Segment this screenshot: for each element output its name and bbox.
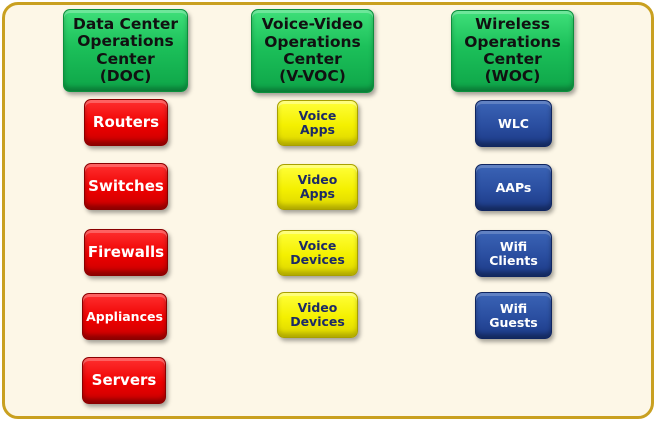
vvoc-item-voice-devices: Voice Devices xyxy=(277,230,358,276)
doc-item-firewalls: Firewalls xyxy=(84,229,168,276)
vvoc-header: Voice-Video Operations Center (V-VOC) xyxy=(251,9,374,93)
woc-item-aaps: AAPs xyxy=(475,164,552,211)
doc-item-routers: Routers xyxy=(84,99,168,146)
doc-item-switches: Switches xyxy=(84,163,168,210)
woc-item-wifi-clients: Wifi Clients xyxy=(475,230,552,277)
doc-item-appliances: Appliances xyxy=(82,293,167,340)
vvoc-item-video-apps: Video Apps xyxy=(277,164,358,210)
vvoc-item-voice-apps: Voice Apps xyxy=(277,100,358,146)
woc-item-wifi-guests: Wifi Guests xyxy=(475,292,552,339)
woc-item-wlc: WLC xyxy=(475,100,552,147)
doc-header: Data Center Operations Center (DOC) xyxy=(63,9,188,92)
doc-item-servers: Servers xyxy=(82,357,166,404)
vvoc-item-video-devices: Video Devices xyxy=(277,292,358,338)
woc-header: Wireless Operations Center (WOC) xyxy=(451,10,574,92)
